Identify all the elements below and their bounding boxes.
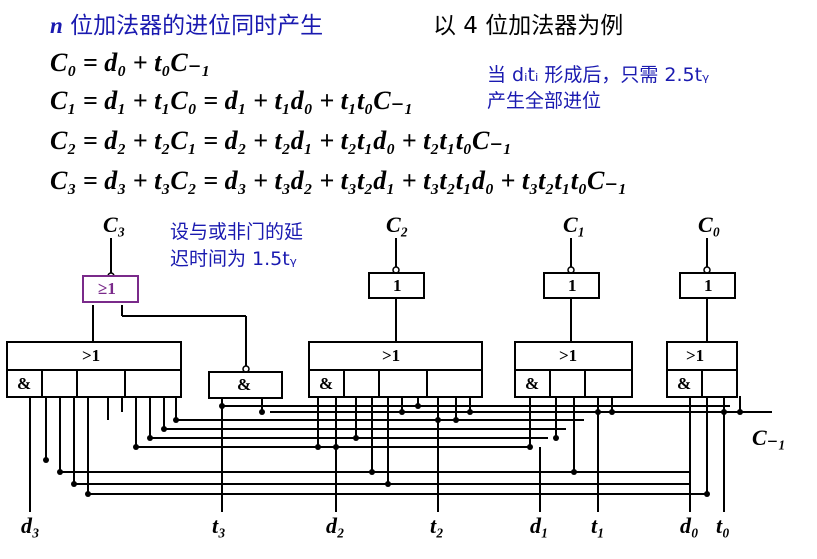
output-c2: C₂ [386,212,409,237]
input-t0: t₀ [716,513,730,538]
equation-c3: C₃ = d₃ + t₃C₂ = d₃ + t₃d₂ + t₃t₂d₁ + t₃… [50,166,628,195]
and-gate-label: & [237,375,252,394]
and-gate: & [666,369,703,398]
and-gate-label: & [677,374,692,393]
inverter-c1: 1 [543,272,600,299]
note-top-line2: 产生全部进位 [487,90,602,112]
and-gate [343,369,380,398]
inverter-label: 1 [568,276,577,295]
input-d1: d₁ [530,513,549,538]
or-gate-label: >1 [82,346,101,365]
inverter-label: 1 [393,276,402,295]
or-gate-c1: >1 [514,341,633,371]
and-gate: & [514,369,551,398]
equation-c0: C₀ = d₀ + t₀C₋₁ [50,48,211,77]
input-d3: d₃ [21,513,40,538]
title-text: 位加法器的进位同时产生 [62,13,324,39]
and-gate [378,369,428,398]
or-gate-c3: >1 [6,341,182,371]
or-gate-c2: >1 [308,341,483,371]
equation-c2: C₂ = d₂ + t₂C₁ = d₂ + t₂d₁ + t₂t₁d₀ + t₂… [50,126,513,155]
and-gate: & [308,369,345,398]
input-t2: t₂ [430,513,444,538]
and-gate [426,369,483,398]
output-c3: C₃ [103,212,126,237]
title-example: 以 4 位加法器为例 [433,13,624,39]
and-gate [41,369,78,398]
nor-gate-c3: ≥1 [82,275,139,303]
and-gate [76,369,126,398]
inverter-c2: 1 [368,272,425,299]
input-t3: t₃ [212,513,226,538]
and-gate-label: & [319,374,334,393]
and-gate-label: & [525,374,540,393]
or-gate-label: >1 [686,346,705,365]
inverter-c0: 1 [679,272,736,299]
input-d2: d₂ [326,513,345,538]
or-gate-label: >1 [559,346,578,365]
and-gate [124,369,182,398]
note-top-line1: 当 dᵢtᵢ 形成后，只需 2.5tᵧ [487,64,710,86]
note-gate-line1: 设与或非门的延 [170,221,304,243]
and-gate-t3: & [208,371,283,399]
and-gate [584,369,633,398]
page-title: n 位加法器的进位同时产生 [50,6,323,40]
inverter-label: 1 [704,276,713,295]
title-variable: n [50,13,63,38]
or-gate-c0: >1 [666,341,738,371]
and-gate [549,369,586,398]
equation-c1: C₁ = d₁ + t₁C₀ = d₁ + t₁d₀ + t₁t₀C₋₁ [50,86,414,115]
carry-in-label: C₋₁ [752,425,786,450]
and-gate [701,369,738,398]
input-t1: t₁ [591,513,605,538]
output-c1: C₁ [563,212,586,237]
nor-gate-label: ≥1 [98,279,116,298]
or-gate-label: >1 [382,346,401,365]
output-c0: C₀ [698,212,721,237]
and-gate-label: & [17,374,32,393]
note-gate-line2: 迟时间为 1.5tᵧ [170,248,297,270]
and-gate: & [6,369,43,398]
input-d0: d₀ [680,513,699,538]
